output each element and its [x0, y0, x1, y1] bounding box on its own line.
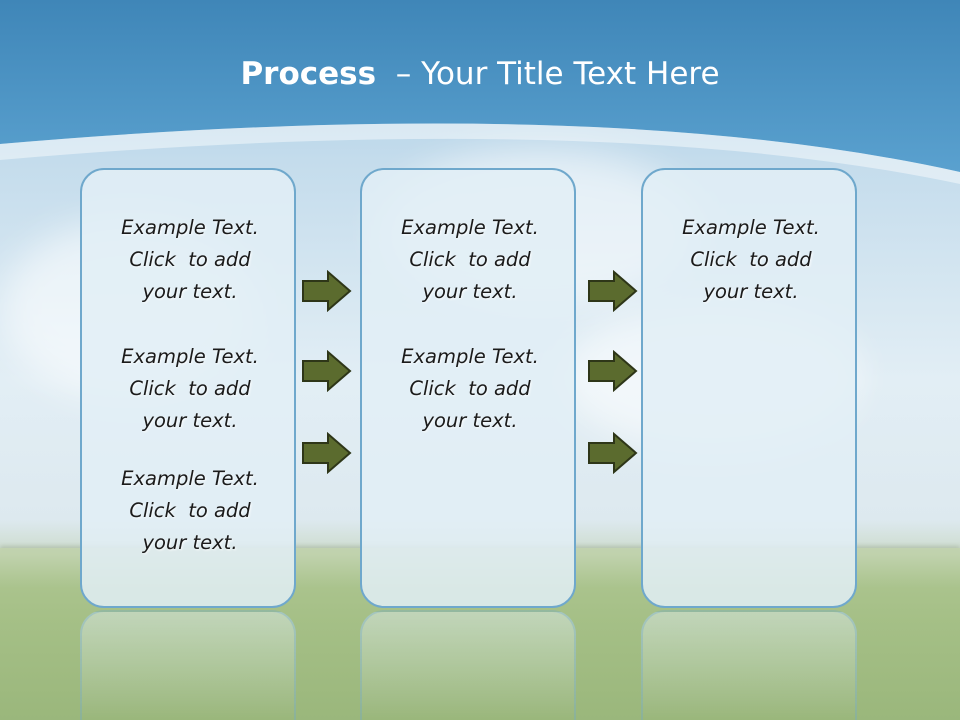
text-line: Example Text. — [401, 216, 539, 239]
text-line: Example Text. — [121, 216, 259, 239]
text-line: Click to add — [129, 377, 251, 400]
text-line: your text. — [142, 409, 238, 432]
header-band — [0, 0, 960, 184]
text-line: Example Text. — [682, 216, 820, 239]
text-line: Example Text. — [121, 467, 259, 490]
box-reflection — [80, 610, 296, 720]
right-arrow-icon[interactable] — [302, 350, 352, 392]
right-arrow-icon[interactable] — [588, 350, 638, 392]
text-line: Click to add — [129, 499, 251, 522]
text-block[interactable]: Example Text. Click to add your text. — [82, 463, 298, 559]
box-reflection — [641, 610, 857, 720]
text-line: Click to add — [129, 248, 251, 271]
title-rest: – Your Title Text Here — [376, 56, 720, 92]
text-line: your text. — [703, 280, 799, 303]
text-line: your text. — [422, 409, 518, 432]
text-line: your text. — [422, 280, 518, 303]
title-bold: Process — [240, 56, 377, 92]
process-box-1[interactable]: Example Text. Click to add your text. Ex… — [80, 168, 296, 608]
text-block[interactable]: Example Text. Click to add your text. — [82, 212, 298, 308]
text-line: Example Text. — [401, 345, 539, 368]
process-box-3[interactable]: Example Text. Click to add your text. — [641, 168, 857, 608]
text-line: Example Text. — [121, 345, 259, 368]
text-block[interactable]: Example Text. Click to add your text. — [643, 212, 859, 308]
text-block[interactable]: Example Text. Click to add your text. — [362, 212, 578, 308]
text-line: your text. — [142, 531, 238, 554]
text-line: Click to add — [409, 248, 531, 271]
text-line: your text. — [142, 280, 238, 303]
slide-title[interactable]: Process – Your Title Text Here — [0, 56, 960, 92]
text-line: Click to add — [409, 377, 531, 400]
box-reflection — [360, 610, 576, 720]
text-line: Click to add — [690, 248, 812, 271]
right-arrow-icon[interactable] — [302, 270, 352, 312]
right-arrow-icon[interactable] — [302, 432, 352, 474]
right-arrow-icon[interactable] — [588, 432, 638, 474]
process-box-2[interactable]: Example Text. Click to add your text. Ex… — [360, 168, 576, 608]
right-arrow-icon[interactable] — [588, 270, 638, 312]
text-block[interactable]: Example Text. Click to add your text. — [82, 341, 298, 437]
text-block[interactable]: Example Text. Click to add your text. — [362, 341, 578, 437]
